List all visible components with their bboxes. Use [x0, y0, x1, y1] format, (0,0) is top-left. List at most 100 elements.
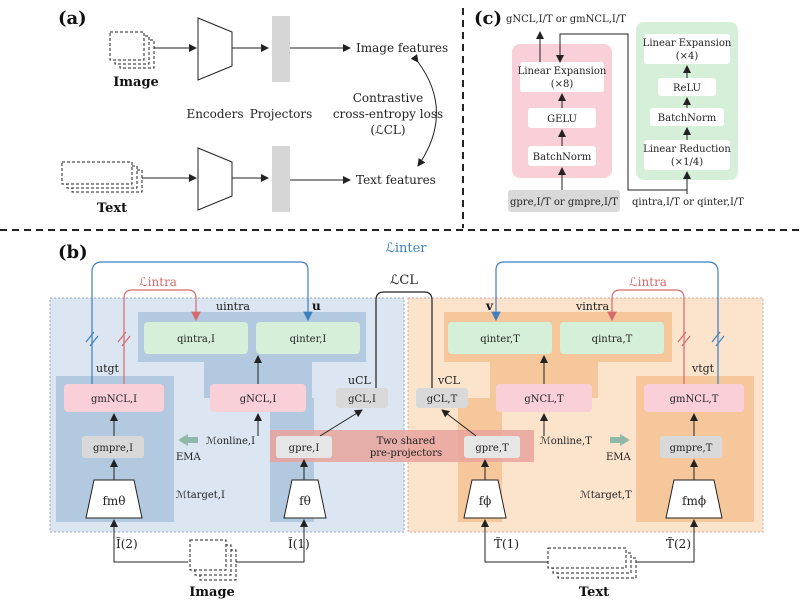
u-tgt-label: utgt	[96, 362, 120, 375]
q-intra-i-box	[144, 322, 248, 354]
q-inter-i-label: qinter,I	[290, 334, 327, 345]
f-phi-encoder	[463, 479, 507, 519]
i1-label: Ĩ(1)	[288, 536, 310, 551]
g-ncl-i-label: gNCL,I	[240, 394, 277, 405]
right-batchnorm-label: BatchNorm	[658, 113, 717, 124]
panel-c-top-output: gNCL,I/T or gmNCL,I/T	[506, 14, 626, 25]
q-inter-t-box	[448, 322, 552, 354]
f-phi-m-label: fmϕ	[682, 494, 706, 508]
l-inter-label: ℒinter	[385, 241, 427, 256]
f-theta-encoder	[283, 479, 327, 519]
text-features-label: Text features	[356, 173, 436, 187]
right-batchnorm	[650, 108, 724, 126]
panel-a-image-label: Image	[113, 75, 159, 90]
g-pre-i-box	[276, 436, 332, 458]
g-pre-m-i-label: gmpre,I	[93, 443, 133, 454]
f-theta-m-encoder	[85, 479, 143, 519]
l-intra-right-label: ℒintra	[629, 275, 667, 289]
q-intra-i-label: qintra,I	[177, 334, 215, 345]
panel-c-label: (c)	[474, 8, 502, 29]
g-pre-m-i-box	[82, 436, 144, 458]
left-gelu	[528, 108, 596, 128]
right-input-label: qintra,I/T or qinter,I/T	[632, 197, 744, 208]
g-pre-i-label: gpre,I	[289, 443, 320, 454]
m-online-i-label: ℳonline,I	[206, 436, 255, 447]
l-inter-right-path	[491, 261, 719, 384]
panel-c-connector	[556, 33, 688, 194]
m-target-t-label: ℳtarget,T	[580, 490, 632, 501]
left-batchnorm	[528, 146, 596, 166]
right-linear-expansion-factor: (×4)	[676, 51, 699, 62]
l-cl-path	[375, 291, 433, 388]
v-intra-label: vintra	[575, 300, 609, 313]
f-theta-m-label: fmθ	[102, 494, 125, 508]
panel-b-text-label: Text	[579, 585, 609, 600]
g-cl-t-box	[416, 388, 468, 408]
t1-label: T̃(1)	[494, 536, 519, 551]
left-linear-expansion-factor: (×8)	[551, 79, 574, 90]
right-linear-reduction-label: Linear Reduction	[643, 144, 731, 155]
f-theta-label: fθ	[299, 494, 311, 508]
t2-label: T̃(2)	[666, 536, 691, 551]
l-intra-right-path	[607, 289, 685, 384]
left-linear-expansion	[520, 62, 604, 92]
ema-right-label: EMA	[606, 452, 632, 463]
q-inter-i-box	[256, 322, 360, 354]
g-ncl-m-t-box	[644, 384, 744, 412]
l-inter-left-path	[91, 261, 313, 384]
left-input-box	[508, 190, 620, 212]
projectors-label: Projectors	[250, 107, 313, 121]
l-intra-left-label: ℒintra	[139, 275, 177, 289]
v-cl-label: vCL	[437, 374, 461, 387]
right-relu-label: ReLU	[673, 83, 701, 94]
panel-b-label: (b)	[58, 242, 88, 263]
g-ncl-i-box	[210, 384, 306, 412]
g-ncl-t-label: gNCL,T	[524, 394, 564, 405]
contrastive-loss-arc	[410, 53, 437, 167]
panel-a-text-label: Text	[97, 201, 127, 216]
right-linear-expansion	[644, 34, 730, 64]
v-tgt-label: vtgt	[691, 362, 715, 375]
g-pre-t-box	[464, 436, 520, 458]
panel-c: (c) gNCL,I/T or gmNCL,I/T Linear Expansi…	[474, 8, 744, 212]
g-cl-t-label: gCL,T	[427, 394, 458, 405]
loss-line1: Contrastive	[353, 91, 424, 105]
g-cl-i-box	[336, 388, 388, 408]
panel-b: (b) Two shared pre-projectors qintra,I q…	[49, 241, 764, 600]
shared-line1: Two shared	[377, 436, 436, 447]
l-intra-left-path	[123, 289, 201, 384]
panel-b-text-stack-icon	[547, 547, 637, 579]
u-label: u	[312, 299, 321, 313]
loss-line2: cross-entropy loss	[333, 107, 443, 121]
left-input-label: gpre,I/T or gmpre,I/T	[510, 197, 618, 208]
shared-line2: pre-projectors	[370, 448, 442, 459]
q-intra-t-label: qintra,T	[592, 334, 633, 345]
ema-left-arrow	[178, 434, 198, 446]
right-linear-expansion-label: Linear Expansion	[643, 38, 732, 49]
text-stack-icon	[61, 161, 143, 193]
g-pre-m-t-label: gmpre,T	[670, 443, 713, 454]
i2-label: Ĩ(2)	[116, 536, 138, 551]
g-ncl-m-t-label: gmNCL,T	[670, 394, 719, 405]
g-ncl-m-i-box	[64, 384, 164, 412]
v-label: v	[485, 299, 494, 313]
q-inter-t-label: qinter,T	[480, 334, 520, 345]
right-linear-reduction-factor: (×1/4)	[671, 157, 703, 168]
text-encoder	[197, 147, 233, 211]
image-projector	[272, 16, 290, 82]
u-cl-label: uCL	[348, 374, 372, 387]
image-features-label: Image features	[356, 41, 448, 55]
l-cl-label: ℒCL	[390, 273, 418, 288]
panel-a-label: (a)	[58, 8, 87, 29]
right-linear-reduction	[644, 140, 730, 170]
left-linear-expansion-label: Linear Expansion	[518, 66, 607, 77]
g-cl-i-label: gCL,I	[348, 394, 376, 405]
u-intra-label: uintra	[216, 300, 250, 313]
encoders-label: Encoders	[186, 107, 243, 121]
ema-right-arrow	[610, 434, 630, 446]
g-pre-t-label: gpre,T	[475, 443, 509, 454]
panel-b-image-label: Image	[189, 585, 235, 600]
f-phi-m-encoder	[665, 479, 723, 519]
